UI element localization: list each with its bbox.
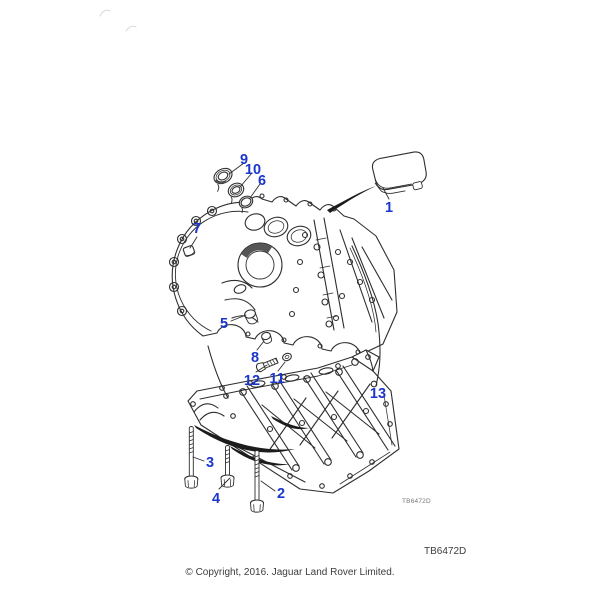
callout-2[interactable]: 2 <box>277 486 285 502</box>
part-9-bearing <box>213 167 233 192</box>
part-6-seal-ring <box>238 195 254 214</box>
bell-housing-bolt-tabs <box>168 205 218 317</box>
callout-3[interactable]: 3 <box>206 455 214 471</box>
part-4-bolt <box>220 445 235 488</box>
engine-block-drawing <box>168 193 398 356</box>
end-face-rails <box>288 217 345 331</box>
callout-10[interactable]: 10 <box>245 162 261 178</box>
callout-11[interactable]: 11 <box>269 371 284 387</box>
sweep-curves <box>194 186 381 466</box>
callout-6[interactable]: 6 <box>258 173 266 189</box>
part-12-bolt <box>255 357 279 373</box>
callout-9[interactable]: 9 <box>240 152 248 168</box>
callout-5[interactable]: 5 <box>220 316 228 332</box>
part-1-cover <box>371 151 427 194</box>
callout-13[interactable]: 13 <box>370 386 386 402</box>
stray-marks <box>99 9 137 32</box>
right-face-ribs <box>332 229 393 323</box>
leader-lines <box>189 162 390 492</box>
drawing-code-inline: TB6472D <box>402 498 431 505</box>
part-11-washer <box>282 352 292 362</box>
bearing-beams <box>239 365 396 472</box>
part-3-bolt <box>184 426 199 489</box>
right-bracket <box>339 349 393 485</box>
callout-12[interactable]: 12 <box>244 373 260 389</box>
callout-7[interactable]: 7 <box>193 221 201 237</box>
callout-8[interactable]: 8 <box>251 350 259 366</box>
copyright-text: © Copyright, 2016. Jaguar Land Rover Lim… <box>185 567 395 578</box>
cross-ribs <box>261 383 380 453</box>
crank-bore <box>237 242 283 288</box>
callout-4[interactable]: 4 <box>212 491 220 507</box>
cylinder-bores <box>244 213 312 247</box>
callout-1[interactable]: 1 <box>385 200 393 216</box>
part-7-plug <box>182 245 196 257</box>
callout-labels: 1 2 3 4 5 6 7 8 9 10 11 12 13 <box>193 152 393 507</box>
drawing-code-caption: TB6472D <box>424 546 467 557</box>
part-5-plug <box>244 309 259 325</box>
bedplate-drawing <box>187 349 400 494</box>
part-2-bolt <box>249 450 265 513</box>
